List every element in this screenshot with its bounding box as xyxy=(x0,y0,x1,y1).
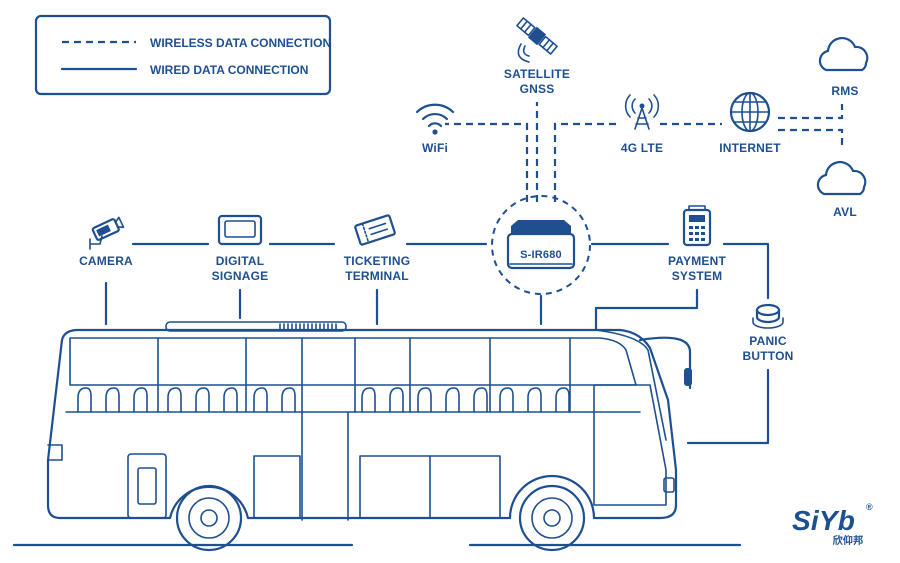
globe-icon xyxy=(729,91,771,133)
logo-chinese: 欣仰邦 xyxy=(833,534,864,547)
wired-connections xyxy=(104,242,770,445)
panic-label-2: BUTTON xyxy=(743,349,794,363)
rms-label: RMS xyxy=(831,84,858,98)
lte-label: 4G LTE xyxy=(621,141,663,155)
cloud-icon xyxy=(816,161,867,196)
camera-icon xyxy=(89,216,125,250)
brand-logo: SiYb ® 欣仰邦 xyxy=(792,502,873,547)
registered-mark: ® xyxy=(866,502,873,512)
avl-label: AVL xyxy=(833,205,857,219)
bus-illustration xyxy=(46,321,692,552)
router-device: S-IR680 xyxy=(491,195,591,295)
wifi-icon xyxy=(415,103,455,135)
payment-terminal-icon xyxy=(682,205,712,247)
logo-wordmark: SiYb xyxy=(792,505,855,536)
camera-label: CAMERA xyxy=(79,254,133,268)
ticketing-label-1: TICKETING xyxy=(344,254,410,268)
ticketing-label-2: TERMINAL xyxy=(345,269,409,283)
panic-button-icon xyxy=(752,303,784,329)
satellite-label-1: SATELLITE xyxy=(504,67,570,81)
signage-label-1: DIGITAL xyxy=(216,254,265,268)
router-label: S-IR680 xyxy=(520,249,562,261)
legend-wired-label: WIRED DATA CONNECTION xyxy=(150,63,308,77)
satellite-icon xyxy=(516,17,558,63)
wireless-connections xyxy=(445,102,844,202)
cloud-icon xyxy=(818,37,869,72)
payment-label-2: SYSTEM xyxy=(672,269,723,283)
cell-tower-icon xyxy=(624,94,660,130)
satellite-label-2: GNSS xyxy=(520,82,555,96)
wifi-label: WiFi xyxy=(422,141,448,155)
legend: WIRELESS DATA CONNECTION WIRED DATA CONN… xyxy=(34,14,331,96)
internet-label: INTERNET xyxy=(719,141,781,155)
display-icon xyxy=(217,214,263,246)
signage-label-2: SIGNAGE xyxy=(212,269,269,283)
payment-label-1: PAYMENT xyxy=(668,254,727,268)
panic-label-1: PANIC xyxy=(749,334,787,348)
ticket-icon xyxy=(354,214,396,246)
legend-wireless-label: WIRELESS DATA CONNECTION xyxy=(150,36,331,50)
